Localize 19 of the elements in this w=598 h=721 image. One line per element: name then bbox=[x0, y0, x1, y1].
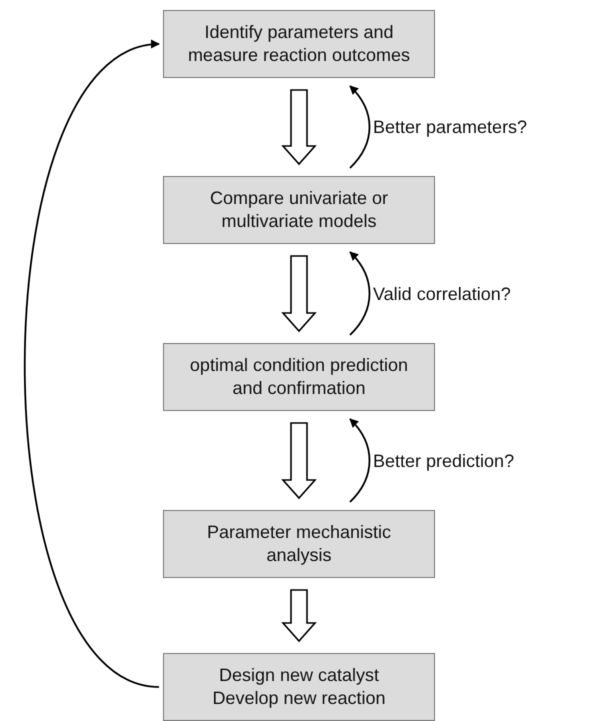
curved-arrow bbox=[349, 418, 370, 503]
process-box bbox=[163, 343, 435, 411]
process-box bbox=[163, 176, 435, 244]
box-text: Develop new reaction bbox=[211, 687, 387, 710]
box-text: optimal condition prediction and confirmation bbox=[188, 354, 410, 400]
process-box bbox=[163, 10, 435, 78]
curved-arrow bbox=[349, 85, 370, 169]
hollow-arrow bbox=[281, 422, 317, 500]
process-box bbox=[163, 653, 435, 721]
curved-arrow bbox=[24, 42, 160, 688]
process-box bbox=[163, 510, 435, 578]
box-text: Design new catalyst bbox=[218, 664, 380, 687]
curved-arrow bbox=[349, 251, 370, 336]
hollow-arrow bbox=[281, 89, 317, 166]
box-text: Parameter mechanistic analysis bbox=[206, 521, 392, 567]
hollow-arrow bbox=[281, 589, 317, 642]
box-text: Compare univariate or multivariate models bbox=[208, 187, 390, 233]
hollow-arrow bbox=[281, 255, 317, 332]
box-text: Identify parameters and measure reaction outcomes bbox=[186, 21, 412, 67]
